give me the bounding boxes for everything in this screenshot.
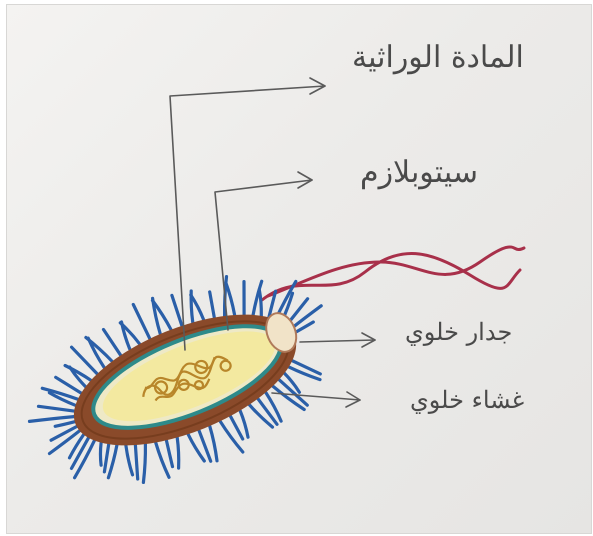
label-cell-wall: جدار خلوي: [405, 318, 512, 346]
pilus: [51, 427, 77, 441]
pilus: [259, 290, 261, 316]
pilus: [126, 445, 133, 474]
pilus: [100, 443, 101, 466]
pilus: [230, 416, 242, 439]
pilus: [108, 445, 117, 478]
pointer-cytoplasm: [215, 180, 312, 330]
pilus: [166, 440, 172, 466]
pilus: [258, 399, 277, 425]
label-cell-membrane: غشاء خلوي: [410, 386, 524, 414]
label-cytoplasm: سيتوبلازم: [360, 155, 478, 190]
pilus: [220, 421, 243, 452]
label-genetic-material: المادة الوراثية: [352, 40, 524, 75]
pilus: [133, 305, 150, 339]
pilus: [30, 417, 74, 422]
pilus: [226, 283, 235, 315]
pilus: [104, 330, 121, 356]
flagellum: [262, 247, 524, 300]
pilus: [135, 445, 137, 479]
pilus: [172, 295, 182, 325]
pointer-genetic-material: [170, 86, 325, 350]
pilus: [104, 444, 108, 472]
pilus: [143, 444, 145, 482]
pointer-cell-wall: [300, 340, 375, 342]
pilus: [210, 292, 215, 318]
pilus: [266, 393, 281, 422]
pilus: [39, 406, 75, 411]
pilus: [177, 438, 179, 469]
pilus: [210, 426, 217, 461]
pilus: [55, 422, 75, 427]
